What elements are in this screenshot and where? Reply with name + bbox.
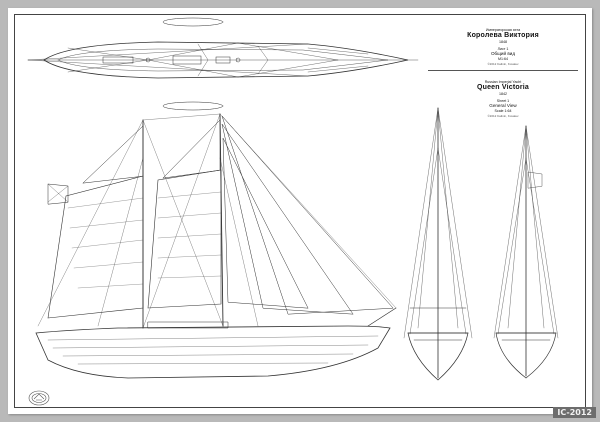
ru-year: 1848 xyxy=(499,40,507,45)
deck-plan-view xyxy=(27,17,419,111)
en-sheet: Sheet 1 xyxy=(496,99,510,104)
ru-sheet: Лист 1 xyxy=(497,47,509,52)
jib-sail xyxy=(221,115,394,315)
ship-drawings xyxy=(27,17,559,381)
title-block-divider xyxy=(428,70,578,71)
boat-top-view xyxy=(162,17,224,27)
side-profile-view xyxy=(35,113,397,379)
title-block-english: Russian Imperial Yacht Queen Victoria 18… xyxy=(424,80,582,118)
hull-side-outline xyxy=(35,325,391,379)
stern-rear-view xyxy=(493,125,559,379)
ru-credit: ©2012 Kalinin, Kovalev xyxy=(487,61,519,66)
sheet-border xyxy=(14,14,586,408)
ru-scale: М1:64 xyxy=(498,56,508,61)
en-year: 1842 xyxy=(499,92,507,97)
en-subject: General View xyxy=(489,103,517,109)
emblem-icon xyxy=(28,390,50,406)
main-gaff-sail xyxy=(147,169,222,309)
en-ship-name: Queen Victoria xyxy=(476,84,530,92)
ru-subject: Общий вид xyxy=(490,51,516,57)
bow-front-view xyxy=(403,107,473,381)
en-caption: Russian Imperial Yacht xyxy=(484,80,522,84)
ru-caption: Императорская яхта xyxy=(485,28,521,32)
en-credit: ©2012 Kalinin, Kovalev xyxy=(487,113,519,118)
fore-gaff-sail xyxy=(47,175,144,319)
title-block-russian: Императорская яхта Королева Виктория 184… xyxy=(424,28,582,66)
en-scale: Scale 1:64 xyxy=(494,108,512,113)
ru-ship-name: Королева Виктория xyxy=(467,32,539,40)
drawing-sheet: Императорская яхта Королева Виктория 184… xyxy=(8,8,592,414)
watermark-badge: IC-2012 xyxy=(553,407,596,418)
main-mast xyxy=(219,113,224,327)
boat-top-view-lower xyxy=(162,101,224,111)
